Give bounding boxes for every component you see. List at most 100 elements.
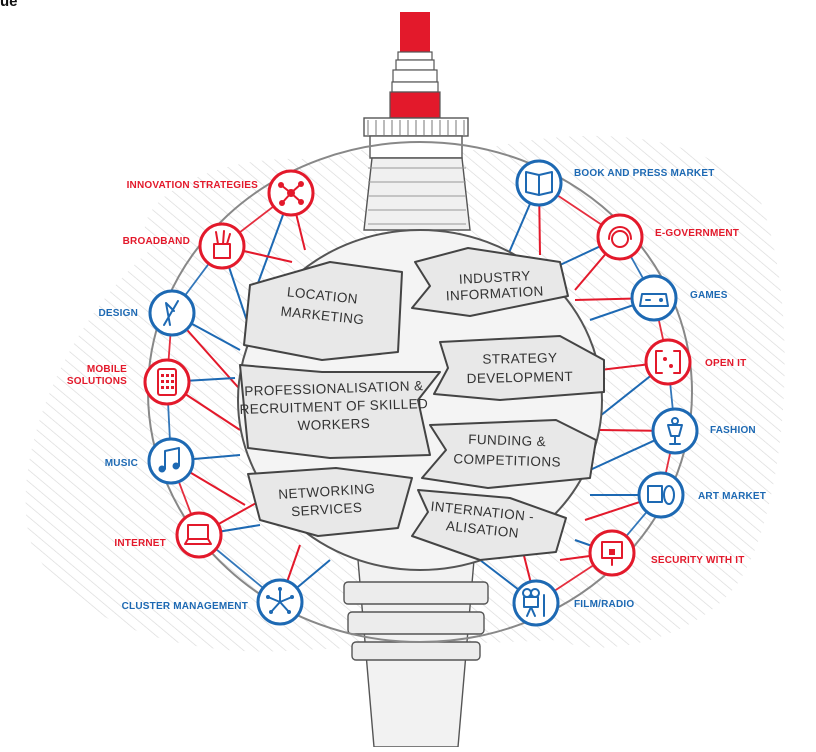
network-icon	[278, 182, 284, 188]
brackets-icon	[663, 357, 667, 361]
sphere: LOCATIONMARKETINGINDUSTRYINFORMATIONPROF…	[237, 229, 605, 571]
antenna-red-band	[389, 91, 441, 119]
segment-label-strategy: DEVELOPMENT	[467, 369, 574, 386]
corner-text: ue	[0, 0, 18, 10]
pencil-cup-icon	[222, 230, 225, 245]
laptop-icon	[184, 524, 212, 545]
node-circle-internet	[175, 511, 223, 559]
node-label-innovation: INNOVATION STRATEGIES	[127, 180, 259, 191]
node-label-openit: OPEN IT	[705, 358, 746, 369]
mobile-phone-icon	[161, 386, 164, 389]
node-design: DESIGN	[98, 289, 196, 337]
art-icon	[647, 485, 675, 505]
camera-icon	[530, 588, 540, 598]
node-music: MUSIC	[105, 437, 195, 485]
segment-label-strategy: STRATEGY	[482, 350, 557, 367]
node-circle-egov	[596, 213, 644, 261]
brackets-icon	[655, 350, 681, 374]
node-label-music: MUSIC	[105, 458, 138, 469]
book-icon	[525, 171, 553, 196]
node-fashion: FASHION	[651, 407, 756, 455]
arrows-icon	[266, 595, 270, 599]
node-label-mobile: MOBILE	[87, 364, 127, 375]
mobile-phone-icon	[171, 386, 174, 389]
camera-icon	[526, 594, 545, 617]
node-openit: OPEN IT	[644, 338, 746, 386]
segment-label-location: LOCATION	[286, 284, 358, 306]
mobile-phone-icon	[161, 374, 164, 377]
gamepad-icon	[659, 298, 663, 302]
mobile-phone-icon	[166, 386, 169, 389]
mobile-phone-icon	[171, 374, 174, 377]
segment-label-professional: WORKERS	[297, 416, 370, 433]
arrows-icon	[270, 601, 281, 613]
arrows-icon	[279, 596, 293, 603]
gamepad-icon	[639, 293, 669, 307]
segment-label-networking: NETWORKING	[278, 481, 376, 502]
segment-label-professional: RECRUITMENT OF SKILLED	[239, 396, 428, 417]
segment-industry	[411, 247, 569, 317]
mobile-phone-icon	[171, 380, 174, 383]
node-label-film: FILM/RADIO	[574, 599, 634, 610]
pencil-cup-icon	[213, 230, 231, 259]
antenna-band	[395, 59, 435, 71]
node-label-games: GAMES	[690, 290, 728, 301]
music-note-icon	[172, 462, 180, 470]
node-label-mobile: SOLUTIONS	[67, 376, 127, 387]
lock-icon	[601, 541, 623, 566]
arrows-icon	[269, 610, 273, 614]
book-icon	[525, 171, 553, 196]
arrows-icon	[267, 596, 281, 603]
mobile-phone-icon	[166, 374, 169, 377]
arrows-icon	[266, 587, 294, 614]
node-film: FILM/RADIO	[512, 579, 634, 627]
node-egov: E-GOVERNMENT	[596, 213, 739, 261]
art-icon	[663, 485, 675, 505]
laptop-icon	[184, 538, 212, 545]
node-circle-fashion	[651, 407, 699, 455]
pencil-cup-icon	[215, 231, 219, 245]
headset-icon	[611, 230, 629, 248]
upper-shaft	[363, 157, 471, 231]
node-broadband: BROADBAND	[123, 222, 246, 270]
design-tools-icon	[163, 300, 179, 326]
arrows-icon	[279, 601, 290, 613]
node-label-security: SECURITY WITH IT	[651, 555, 745, 566]
node-label-fashion: FASHION	[710, 425, 756, 436]
node-book: BOOK AND PRESS MARKET	[515, 159, 714, 207]
art-icon	[647, 485, 663, 503]
segment-networking	[247, 467, 413, 537]
node-circle-broadband	[198, 222, 246, 270]
mannequin-icon	[667, 424, 683, 445]
brackets-icon	[655, 350, 681, 374]
node-security: SECURITY WITH IT	[588, 529, 745, 577]
segment-strategy	[433, 335, 605, 401]
brackets-icon	[669, 364, 673, 368]
segment-funding	[421, 419, 597, 489]
node-internet: INTERNET	[114, 511, 223, 559]
node-label-cluster: CLUSTER MANAGEMENT	[122, 601, 248, 612]
segment-label-industry: INFORMATION	[445, 283, 544, 303]
segment-label-networking: SERVICES	[291, 500, 363, 519]
node-circle-openit	[644, 338, 692, 386]
gamepad-icon	[639, 293, 669, 307]
antenna-base	[369, 135, 463, 159]
node-label-artmarket: ART MARKET	[698, 491, 766, 502]
arrows-icon	[290, 595, 294, 599]
mobile-phone-icon	[157, 368, 177, 396]
mobile-phone-icon	[166, 380, 169, 383]
music-note-icon	[158, 447, 180, 473]
network-icon	[298, 181, 304, 187]
node-circle-music	[147, 437, 195, 485]
headset-icon	[608, 226, 632, 240]
node-innovation: INNOVATION STRATEGIES	[127, 169, 315, 217]
node-cluster: CLUSTER MANAGEMENT	[122, 578, 304, 626]
camera-icon	[522, 588, 545, 617]
topic-nodes: INNOVATION STRATEGIES BROADBAND DESIGN MOBI…	[67, 159, 766, 627]
arrows-icon	[278, 587, 282, 591]
node-circle-games	[630, 274, 678, 322]
arrows-icon	[287, 610, 291, 614]
shaft-collar	[343, 581, 489, 605]
